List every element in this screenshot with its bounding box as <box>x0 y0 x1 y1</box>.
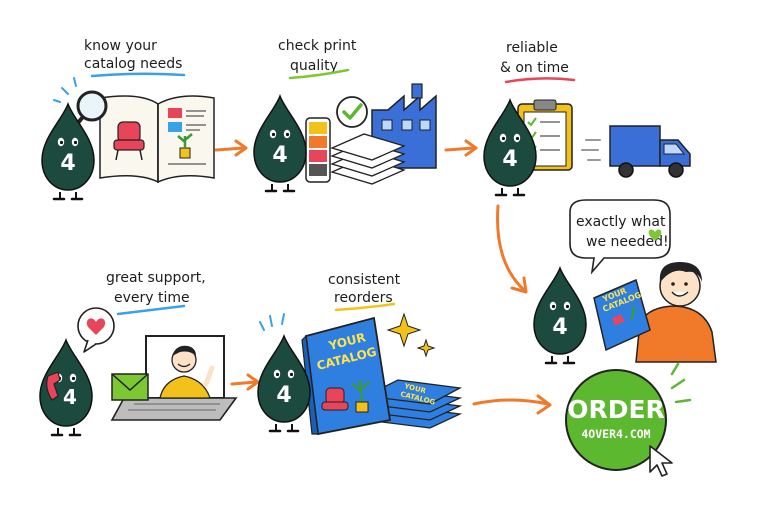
color-swatch-icon <box>305 117 331 183</box>
catalog-held: YOUR CATALOG <box>593 278 651 352</box>
order-button-url: 4OVER4.COM <box>581 427 650 441</box>
truck-icon <box>581 125 691 178</box>
envelope-icon <box>111 373 149 401</box>
speech-bubble-line-1: exactly what <box>576 214 666 230</box>
catalog-big: YOUR CATALOG <box>301 316 392 436</box>
step-great-support: great support, every time 4 <box>38 270 238 437</box>
open-catalog-book-icon <box>99 95 215 184</box>
flow-arrow-curve <box>496 204 528 294</box>
step-3-caption-line-1: reliable <box>506 40 558 56</box>
step-reliable-on-time: reliable & on time 4 <box>482 40 691 197</box>
speech-bubble: exactly what we needed! <box>569 199 671 275</box>
flow-arrow-4 <box>230 373 260 391</box>
chair-icon <box>321 387 349 411</box>
mascot-customer: 4 <box>532 266 588 365</box>
magnifier-icon <box>53 77 108 132</box>
step-know-catalog-needs: know your catalog needs <box>40 38 215 201</box>
step-2-caption-line-1: check print <box>278 38 357 54</box>
svg-text:4: 4 <box>276 383 291 408</box>
cursor-icon <box>649 445 673 477</box>
step-1-underline <box>90 72 186 78</box>
sparkle-icon <box>386 312 436 358</box>
step-5-caption-line-2: reorders <box>334 290 393 306</box>
mascot-step-5: 4 <box>256 313 312 433</box>
svg-text:4: 4 <box>272 143 287 168</box>
flow-arrow-2 <box>444 139 478 157</box>
step-2-underline <box>288 68 350 80</box>
order-button[interactable]: ORDER 4OVER4.COM <box>565 362 692 471</box>
svg-text:4: 4 <box>502 147 517 172</box>
step-1-caption-line-2: catalog needs <box>84 56 182 72</box>
flow-arrow-5 <box>472 394 552 415</box>
speech-bubble-line-2: we needed! <box>586 234 669 250</box>
step-2-caption-line-2: quality <box>290 58 338 74</box>
step-3-caption-line-2: & on time <box>500 60 569 76</box>
svg-text:4: 4 <box>60 151 75 176</box>
svg-text:4: 4 <box>63 385 77 409</box>
step-5-underline <box>334 302 396 312</box>
mascot-step-4: 4 <box>38 338 94 437</box>
mascot-step-3: 4 <box>482 98 538 197</box>
happy-customer-scene: exactly what we needed! YOUR CATALOG 4 <box>532 199 717 365</box>
mascot-step-2: 4 <box>252 94 308 193</box>
chair-icon <box>113 121 145 161</box>
mascot-step-1: 4 <box>40 102 96 201</box>
phone-icon <box>46 371 61 401</box>
support-person <box>159 345 215 399</box>
step-4-caption-line-2: every time <box>114 290 190 306</box>
step-3-underline <box>504 77 576 84</box>
paper-stack-icon <box>330 133 406 185</box>
heart-bubble <box>77 307 115 353</box>
step-consistent-reorders: consistent reorders YOUR CATALOG YOUR CA… <box>256 272 463 436</box>
checkmark-icon <box>336 96 368 128</box>
step-check-print-quality: check print quality 4 <box>252 38 437 193</box>
person-customer <box>635 262 717 363</box>
step-1-caption-line-1: know your <box>84 38 157 54</box>
order-button-title: ORDER <box>567 395 665 424</box>
heart-icon <box>86 318 106 335</box>
catalog-stack: YOUR CATALOG <box>363 379 463 429</box>
heart-icon <box>648 229 662 241</box>
svg-text:4: 4 <box>552 315 567 340</box>
step-5-caption-line-1: consistent <box>328 272 401 288</box>
step-4-caption-line-1: great support, <box>106 270 206 286</box>
flow-arrow-1 <box>214 139 248 157</box>
step-4-underline <box>116 304 186 316</box>
plant-icon <box>177 133 193 159</box>
